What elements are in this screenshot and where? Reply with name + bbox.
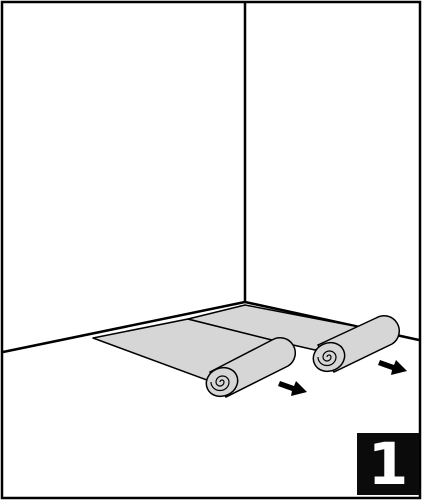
room-corner (2, 3, 420, 354)
underlay-roll-left (205, 337, 297, 398)
roll-spiral-icon (317, 350, 337, 367)
underlay-roll-right (312, 315, 401, 373)
arrow-right-icon (278, 381, 307, 396)
arrow-right-icon (378, 360, 407, 375)
left-floor-edge (2, 300, 246, 354)
step-number-badge: 1 (357, 433, 419, 495)
roll-spiral-icon (210, 375, 230, 392)
